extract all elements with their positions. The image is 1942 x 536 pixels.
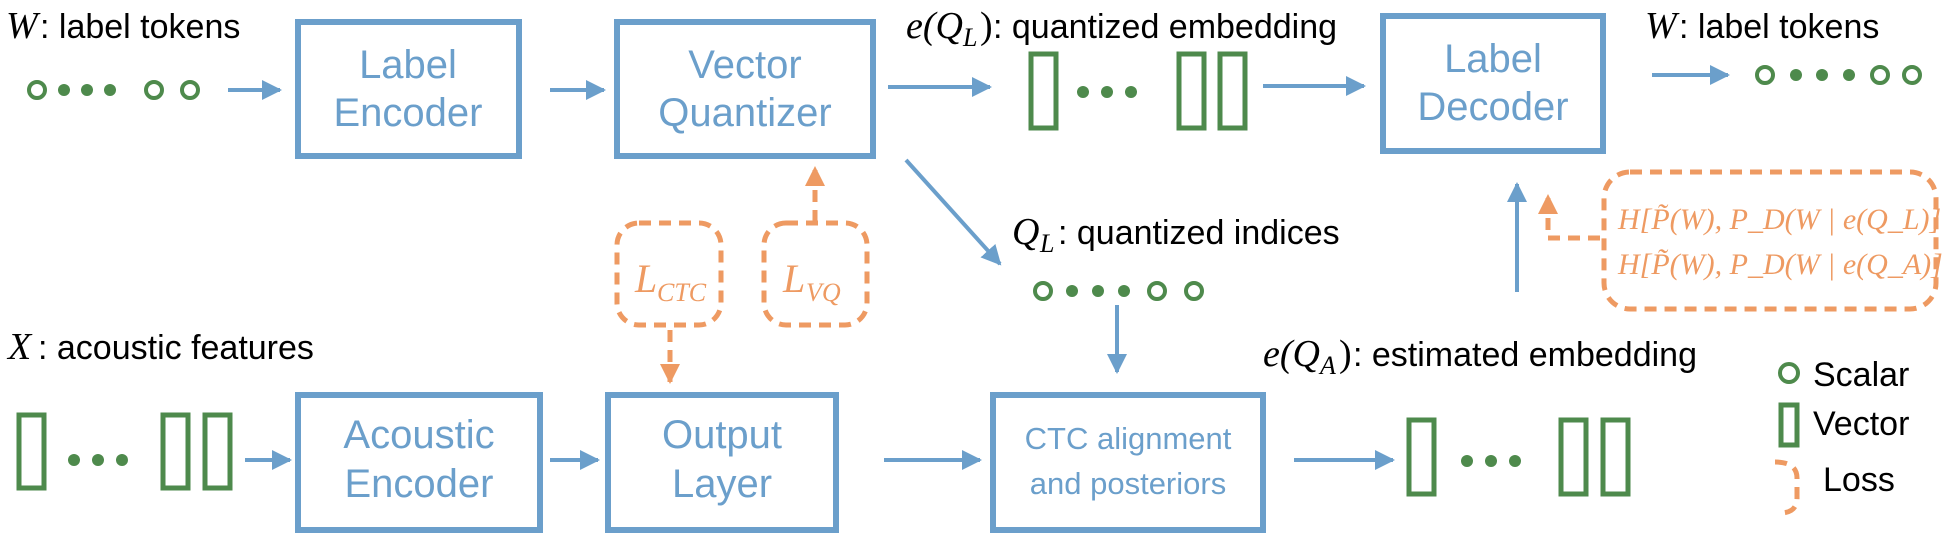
acoustic-encoder-line2: Encoder [345, 462, 494, 506]
acoustic-encoder-box: Acoustic Encoder [295, 392, 543, 533]
label-decoder-box: Label Decoder [1380, 13, 1606, 154]
legend: Scalar Vector Loss [1774, 356, 1909, 516]
label-tokens-input-label: W : label tokens [6, 5, 240, 47]
x-symbol: X [6, 326, 33, 368]
eql-symbol: e(Q [906, 5, 963, 47]
ctc-loss: L CTC [614, 220, 724, 328]
legend-scalar-label: Scalar [1813, 356, 1909, 394]
legend-vector: Vector [1778, 402, 1909, 448]
label-encoder-box: Label Encoder [295, 19, 522, 159]
quantized-indices-label: Q L : quantized indices [1012, 211, 1340, 258]
w-symbol: W [6, 5, 41, 47]
scalar-sequence-output [1755, 65, 1922, 85]
arrow-quantizer-to-indices [904, 158, 1002, 266]
label-tokens-text: : label tokens [40, 8, 240, 46]
acoustic-features-label: X : acoustic features [6, 326, 314, 368]
output-layer-box: Output Layer [605, 392, 839, 533]
label-decoder-line2: Decoder [1417, 85, 1568, 129]
label-decoder-line1: Label [1444, 37, 1542, 81]
label-encoder-line1: Label [359, 43, 457, 87]
ctc-loss-subscript: CTC [657, 278, 707, 307]
arrow-ce-loss-to-decoder [1538, 194, 1600, 241]
ctc-loss-symbol: L [634, 256, 657, 301]
output-layer-line1: Output [662, 413, 782, 457]
label-encoder-line2: Encoder [334, 91, 483, 135]
vector-quantizer-line1: Vector [688, 43, 801, 87]
label-tokens-output-label: W : label tokens [1645, 5, 1879, 47]
ce-loss-line1: H[P̃(W), P_D(W | e(Q_L)] [1617, 203, 1941, 236]
vq-loss-subscript: VQ [806, 278, 841, 307]
estimated-embedding-label: e(Q A ) : estimated embedding [1263, 333, 1697, 380]
acoustic-features-text: : acoustic features [38, 329, 314, 367]
estimated-embedding-text: : estimated embedding [1353, 336, 1697, 374]
quantized-embedding-label: e(Q L ) : quantized embedding [906, 5, 1337, 52]
vector-quantizer-box: Vector Quantizer [614, 19, 876, 159]
ce-loss-line2: H[P̃(W), P_D(W | e(Q_A)] [1617, 248, 1942, 281]
scalar-sequence-input [27, 80, 200, 100]
legend-scalar: Scalar [1778, 356, 1909, 394]
cross-entropy-loss: H[P̃(W), P_D(W | e(Q_L)] H[P̃(W), P_D(W … [1601, 169, 1942, 312]
acoustic-encoder-line1: Acoustic [343, 413, 494, 457]
legend-loss-label: Loss [1823, 461, 1895, 499]
acoustic-feature-vectors [16, 412, 233, 491]
legend-vector-label: Vector [1813, 405, 1909, 443]
vector-quantizer-line2: Quantizer [658, 91, 831, 135]
ctc-alignment-line1: CTC alignment [1025, 421, 1232, 456]
quantized-indices-text: : quantized indices [1058, 214, 1340, 252]
label-tokens-right-text: : label tokens [1679, 8, 1879, 46]
legend-loss: Loss [1774, 459, 1895, 516]
ctc-alignment-box: CTC alignment and posteriors [990, 392, 1266, 533]
w-symbol-right: W [1645, 5, 1680, 47]
eqa-subscript: A [1318, 351, 1336, 380]
eqa-symbol: e(Q [1263, 333, 1320, 375]
ql-symbol: Q [1012, 211, 1039, 253]
eql-subscript: L [962, 23, 977, 52]
output-layer-line2: Layer [672, 462, 772, 506]
quantized-embedding-vectors [1028, 51, 1248, 131]
estimated-embedding-vectors [1406, 417, 1631, 497]
ql-subscript: L [1039, 229, 1054, 258]
quantized-embedding-text: : quantized embedding [993, 8, 1337, 46]
vq-loss-symbol: L [782, 256, 805, 301]
eql-close: ) [980, 5, 993, 47]
eqa-close: ) [1339, 333, 1352, 375]
ctc-alignment-line2: and posteriors [1030, 466, 1226, 501]
vq-loss: L VQ [761, 220, 870, 328]
quantized-indices-scalars [1033, 281, 1204, 301]
